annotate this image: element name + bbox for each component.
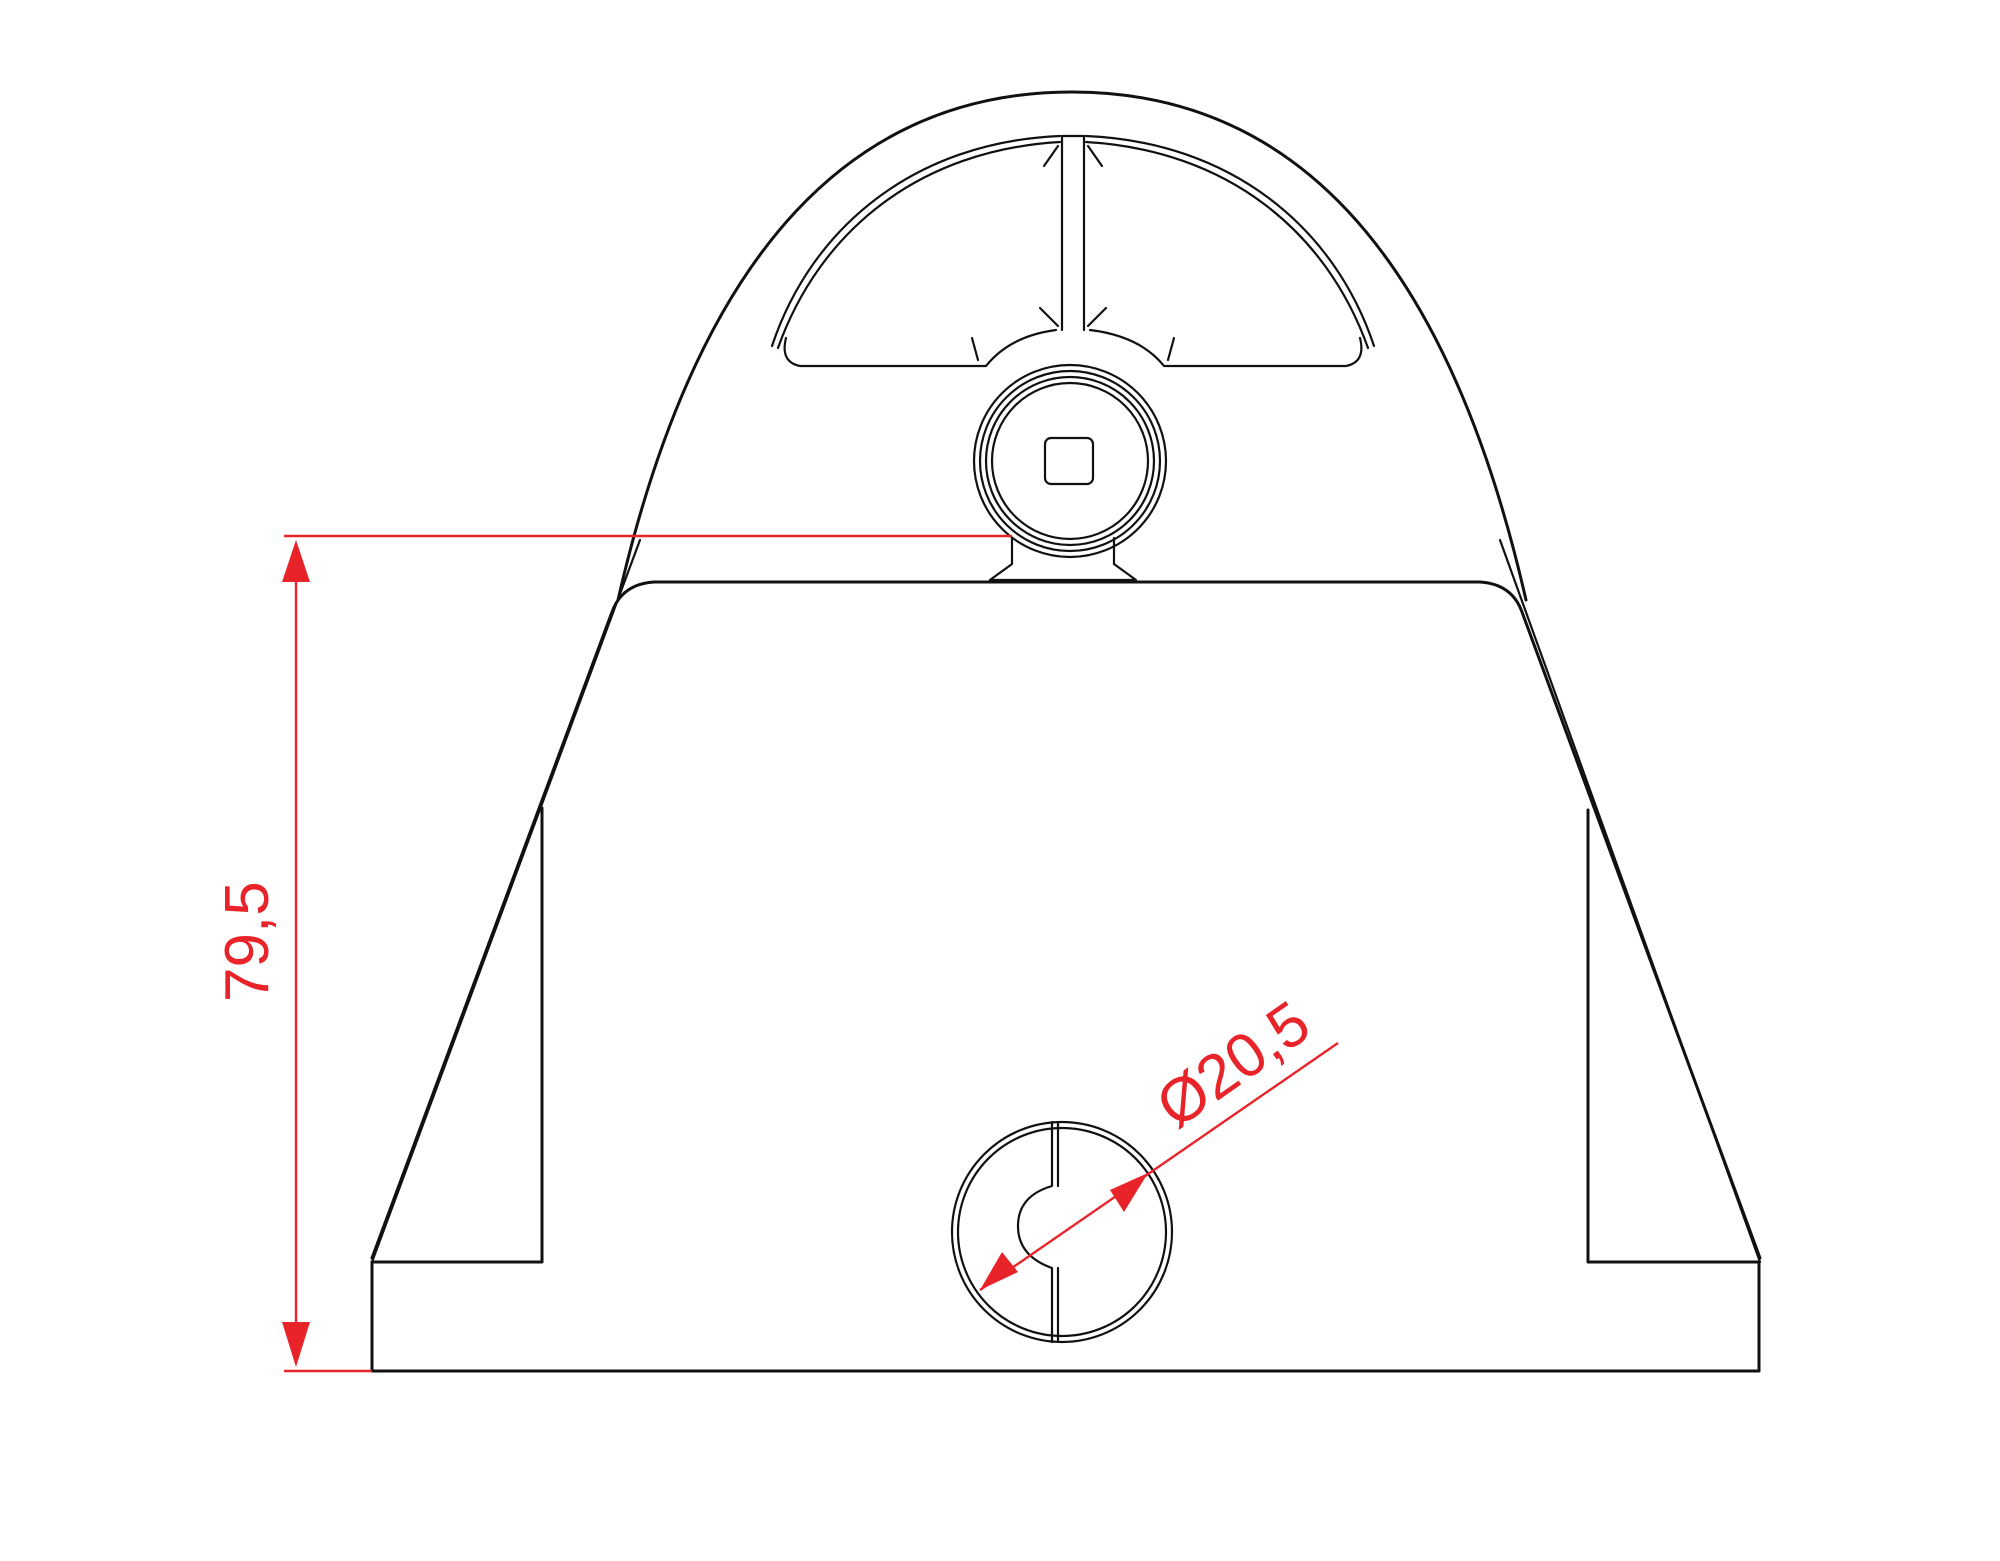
- center-tube: [972, 363, 1168, 582]
- dimension-height-label: 79,5: [213, 881, 282, 1002]
- left-flank: [370, 538, 642, 1264]
- dimension-height: 79,5: [213, 534, 1012, 1373]
- dimension-bore-diameter: Ø20,5: [979, 988, 1339, 1291]
- arrow-down-icon: [282, 1322, 310, 1367]
- arrow-up-icon: [282, 540, 310, 582]
- dimension-bore-diameter-label: Ø20,5: [1144, 988, 1322, 1141]
- base-outline: [370, 808, 1761, 1373]
- arrow-upper-right-icon: [1110, 1173, 1148, 1212]
- outer-dome: [616, 90, 1528, 602]
- arrow-lower-left-icon: [980, 1252, 1018, 1290]
- bottom-bore: [950, 1120, 1174, 1344]
- dome-inner-channel: [770, 134, 1376, 368]
- square-hole: [1043, 436, 1095, 486]
- left-foot: [370, 806, 544, 1264]
- profile-outline: [370, 90, 1762, 1373]
- right-flank: [1498, 538, 1762, 1264]
